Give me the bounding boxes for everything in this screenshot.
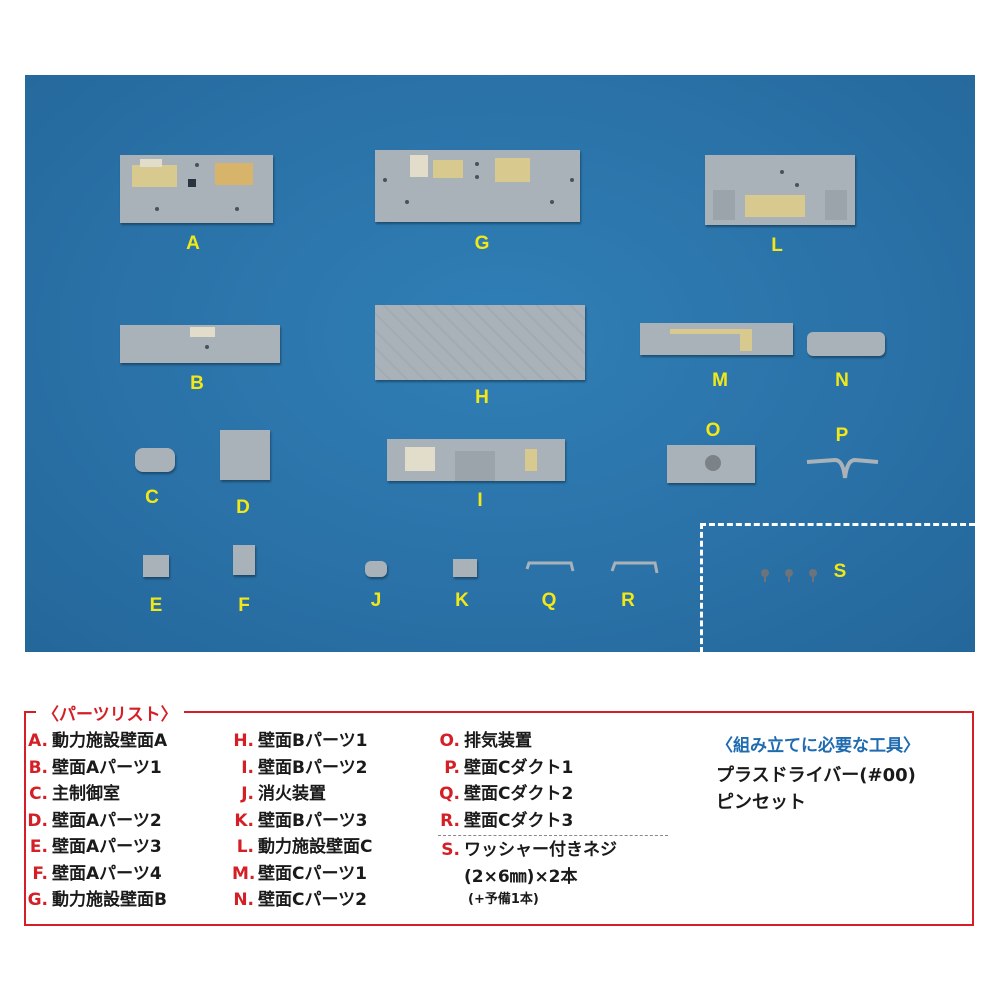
part-r [610, 561, 659, 574]
part-n [807, 332, 885, 356]
label-g: G [474, 233, 490, 254]
list-item: G.動力施設壁面B [27, 890, 167, 910]
label-n: N [835, 370, 849, 391]
part-a [120, 155, 273, 223]
part-k [453, 559, 477, 577]
part-j [365, 561, 387, 577]
list-item: D.壁面Aパーツ2 [27, 810, 162, 831]
label-i: I [477, 490, 483, 511]
label-l: L [771, 235, 783, 256]
list-item: O.排気装置 [439, 731, 532, 751]
list-item: S.ワッシャー付きネジ [441, 840, 617, 860]
part-g [375, 150, 580, 222]
tool-item: ピンセット [716, 792, 806, 813]
parts-photo: A G L B H M N C D I O P E F J K Q R S [25, 75, 975, 652]
label-m: M [712, 370, 728, 391]
label-f: F [238, 595, 250, 616]
part-d [220, 430, 270, 480]
parts-list-col2: H.壁面Bパーツ1 I.壁面Bパーツ2 J.消火装置 K.壁面Bパーツ3 L.動… [232, 728, 372, 914]
list-item: K.壁面Bパーツ3 [234, 810, 368, 831]
list-item: Q.壁面Cダクト2 [439, 784, 574, 804]
part-o [667, 445, 755, 483]
label-q: Q [541, 590, 557, 611]
list-item: N.壁面Cパーツ2 [233, 890, 367, 910]
list-item: J.消火装置 [241, 784, 326, 804]
label-c: C [145, 487, 159, 508]
label-e: E [149, 595, 163, 616]
label-k: K [455, 590, 469, 611]
list-item: E.壁面Aパーツ3 [29, 837, 162, 857]
part-i [387, 439, 565, 481]
part-m [640, 323, 793, 355]
list-item: L.動力施設壁面C [236, 837, 373, 857]
part-h [375, 305, 585, 380]
part-q [525, 561, 575, 572]
list-item: P.壁面Cダクト1 [444, 757, 574, 778]
list-item: H.壁面Bパーツ1 [233, 731, 368, 751]
label-s: S [833, 561, 847, 582]
parts-list-col1: A.動力施設壁面A B.壁面Aパーツ1 C.主制御室 D.壁面Aパーツ2 E.壁… [26, 728, 167, 914]
part-b [120, 325, 280, 363]
list-item: I.壁面Bパーツ2 [241, 757, 368, 778]
label-r: R [621, 590, 635, 611]
screw [809, 569, 817, 582]
list-item: M.壁面Cパーツ1 [232, 863, 367, 884]
list-item: C.主制御室 [29, 784, 120, 804]
parts-list-title: 〈パーツリスト〉 [36, 700, 184, 725]
list-item-note: (+予備1本) [468, 892, 539, 907]
dashed-border [700, 523, 975, 526]
label-h: H [475, 387, 489, 408]
list-item: A.動力施設壁面A [28, 731, 168, 751]
screw [761, 569, 769, 582]
tools-title: 〈組み立てに必要な工具〉 [716, 736, 920, 756]
label-d: D [236, 497, 250, 518]
dashed-border [700, 523, 703, 652]
list-item: F.壁面Aパーツ4 [32, 863, 162, 884]
label-p: P [835, 425, 849, 446]
label-a: A [186, 233, 200, 254]
tool-item: プラスドライバー(#00) [716, 765, 916, 786]
label-j: J [370, 590, 382, 611]
screw [785, 569, 793, 582]
parts-list-col3: O.排気装置 P.壁面Cダクト1 Q.壁面Cダクト2 R.壁面Cダクト3 S.ワ… [438, 728, 668, 910]
parts-list-box [24, 711, 974, 926]
list-item-detail: (2×6㎜)×2本 [464, 866, 578, 887]
part-p [806, 457, 879, 479]
part-l [705, 155, 855, 225]
label-b: B [190, 373, 204, 394]
label-o: O [705, 420, 721, 441]
part-f [233, 545, 255, 575]
list-item: R.壁面Cダクト3 [440, 810, 574, 831]
part-e [143, 555, 169, 577]
divider [438, 835, 668, 836]
part-c [135, 448, 175, 472]
list-item: B.壁面Aパーツ1 [28, 757, 162, 778]
